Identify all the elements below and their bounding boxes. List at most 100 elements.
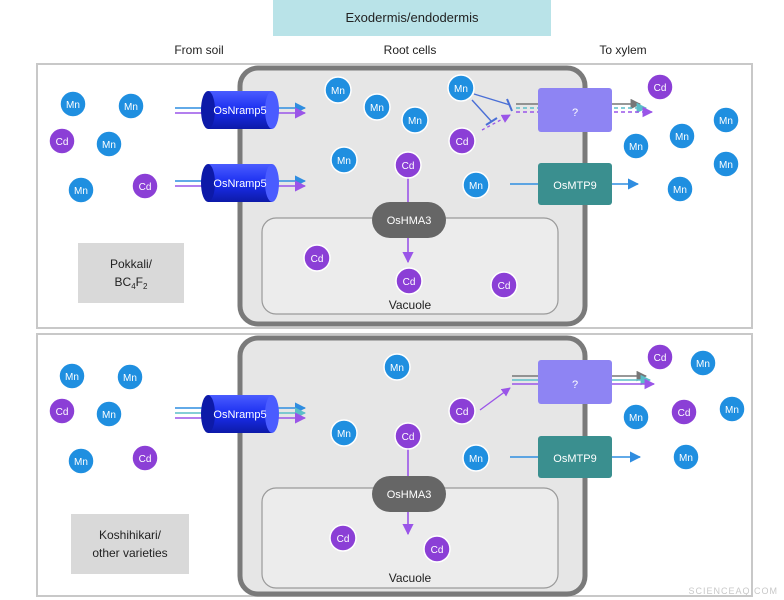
osnramp5-transporter: OsNramp5: [201, 395, 279, 433]
svg-text:Mn: Mn: [719, 160, 733, 171]
ion-cd: Cd: [131, 444, 159, 472]
header-box: [273, 0, 551, 36]
svg-text:Cd: Cd: [139, 182, 152, 193]
svg-text:OsNramp5: OsNramp5: [213, 178, 266, 190]
ion-cd: Cd: [48, 127, 76, 155]
inhibition-line: [471, 99, 493, 123]
svg-text:Mn: Mn: [673, 185, 687, 196]
svg-text:?: ?: [572, 379, 578, 391]
ion-mn: Mn: [117, 92, 145, 120]
svg-text:Mn: Mn: [124, 102, 138, 113]
svg-text:Cd: Cd: [456, 137, 469, 148]
svg-text:Mn: Mn: [331, 86, 345, 97]
ion-mn: Mn: [401, 106, 429, 134]
ion-mn: Mn: [672, 443, 700, 471]
svg-text:?: ?: [572, 107, 578, 119]
svg-text:OsNramp5: OsNramp5: [213, 409, 266, 421]
inhibition-line: [473, 93, 511, 106]
ion-mn: Mn: [95, 400, 123, 428]
svg-text:Cd: Cd: [456, 407, 469, 418]
ion-mn: Mn: [622, 403, 650, 431]
ion-mn: Mn: [712, 106, 740, 134]
svg-text:Mn: Mn: [65, 372, 79, 383]
svg-text:Mn: Mn: [675, 132, 689, 143]
ion-cd: Cd: [303, 244, 331, 272]
svg-text:Cd: Cd: [431, 545, 444, 556]
ion-cd: Cd: [131, 172, 159, 200]
ion-mn: Mn: [330, 419, 358, 447]
ion-cd: Cd: [329, 524, 357, 552]
svg-text:Mn: Mn: [390, 363, 404, 374]
svg-text:Mn: Mn: [370, 103, 384, 114]
svg-text:Mn: Mn: [66, 100, 80, 111]
osnramp5-transporter-2: OsNramp5: [201, 164, 279, 202]
svg-text:OsHMA3: OsHMA3: [387, 215, 432, 227]
ion-cd: Cd: [48, 397, 76, 425]
svg-text:Cd: Cd: [402, 432, 415, 443]
variety-label-line2: other varieties: [92, 546, 167, 560]
oshma3-transporter: OsHMA3: [372, 202, 446, 238]
ion-mn: Mn: [622, 132, 650, 160]
panel-pokkali: Vacuole Pokkali/ BC4F2 OsNramp5 OsNramp5…: [36, 63, 753, 329]
ion-mn: Mn: [330, 146, 358, 174]
variety-box: [71, 514, 189, 574]
svg-text:Mn: Mn: [408, 116, 422, 127]
svg-text:Cd: Cd: [402, 161, 415, 172]
label-to-xylem: To xylem: [599, 43, 646, 57]
ion-cd: Cd: [670, 398, 698, 426]
svg-text:Mn: Mn: [337, 156, 351, 167]
svg-text:Mn: Mn: [696, 359, 710, 370]
osnramp5-transporter: OsNramp5: [201, 91, 279, 129]
ion-mn: Mn: [712, 150, 740, 178]
svg-text:Mn: Mn: [719, 116, 733, 127]
ion-mn: Mn: [116, 363, 144, 391]
variety-box: [78, 243, 184, 303]
svg-text:Cd: Cd: [337, 534, 350, 545]
label-root-cells: Root cells: [384, 43, 437, 57]
ion-mn: Mn: [58, 362, 86, 390]
ion-cd: Cd: [423, 535, 451, 563]
variety-label-line1: Koshihikari/: [99, 528, 162, 542]
ion-mn: Mn: [689, 349, 717, 377]
ion-mn: Mn: [666, 175, 694, 203]
svg-text:Cd: Cd: [311, 254, 324, 265]
ion-mn: Mn: [383, 353, 411, 381]
ion-mn: Mn: [67, 176, 95, 204]
svg-text:Mn: Mn: [337, 429, 351, 440]
svg-text:Cd: Cd: [403, 277, 416, 288]
unknown-transporter: ?: [538, 88, 612, 132]
svg-text:OsNramp5: OsNramp5: [213, 105, 266, 117]
ion-cd: Cd: [490, 271, 518, 299]
svg-text:Cd: Cd: [56, 137, 69, 148]
watermark: SCIENCEAQ.COM: [688, 586, 778, 596]
svg-text:OsHMA3: OsHMA3: [387, 489, 432, 501]
svg-text:Mn: Mn: [469, 454, 483, 465]
panel-koshihikari: Vacuole Koshihikari/ other varieties OsN…: [36, 333, 753, 597]
svg-text:Cd: Cd: [498, 281, 511, 292]
osmtp9-transporter: OsMTP9: [538, 436, 612, 478]
ion-mn: Mn: [447, 74, 475, 102]
ion-cd: Cd: [448, 127, 476, 155]
variety-label-line1: Pokkali/: [110, 257, 153, 271]
ion-cd: Cd: [646, 73, 674, 101]
ion-mn: Mn: [59, 90, 87, 118]
ion-cd: Cd: [395, 267, 423, 295]
svg-text:Mn: Mn: [74, 457, 88, 468]
svg-text:OsMTP9: OsMTP9: [553, 453, 596, 465]
svg-text:Cd: Cd: [139, 454, 152, 465]
svg-text:Mn: Mn: [679, 453, 693, 464]
svg-text:Mn: Mn: [629, 142, 643, 153]
svg-text:Mn: Mn: [725, 405, 739, 416]
svg-text:Cd: Cd: [56, 407, 69, 418]
svg-text:Mn: Mn: [102, 410, 116, 421]
svg-text:Cd: Cd: [654, 83, 667, 94]
ion-cd: Cd: [394, 151, 422, 179]
ion-cd: Cd: [646, 343, 674, 371]
ion-mn: Mn: [67, 447, 95, 475]
header-title: Exodermis/endodermis: [346, 10, 479, 25]
svg-text:Mn: Mn: [102, 140, 116, 151]
ion-mn: Mn: [718, 395, 746, 423]
ion-mn: Mn: [363, 93, 391, 121]
ion-mn: Mn: [95, 130, 123, 158]
